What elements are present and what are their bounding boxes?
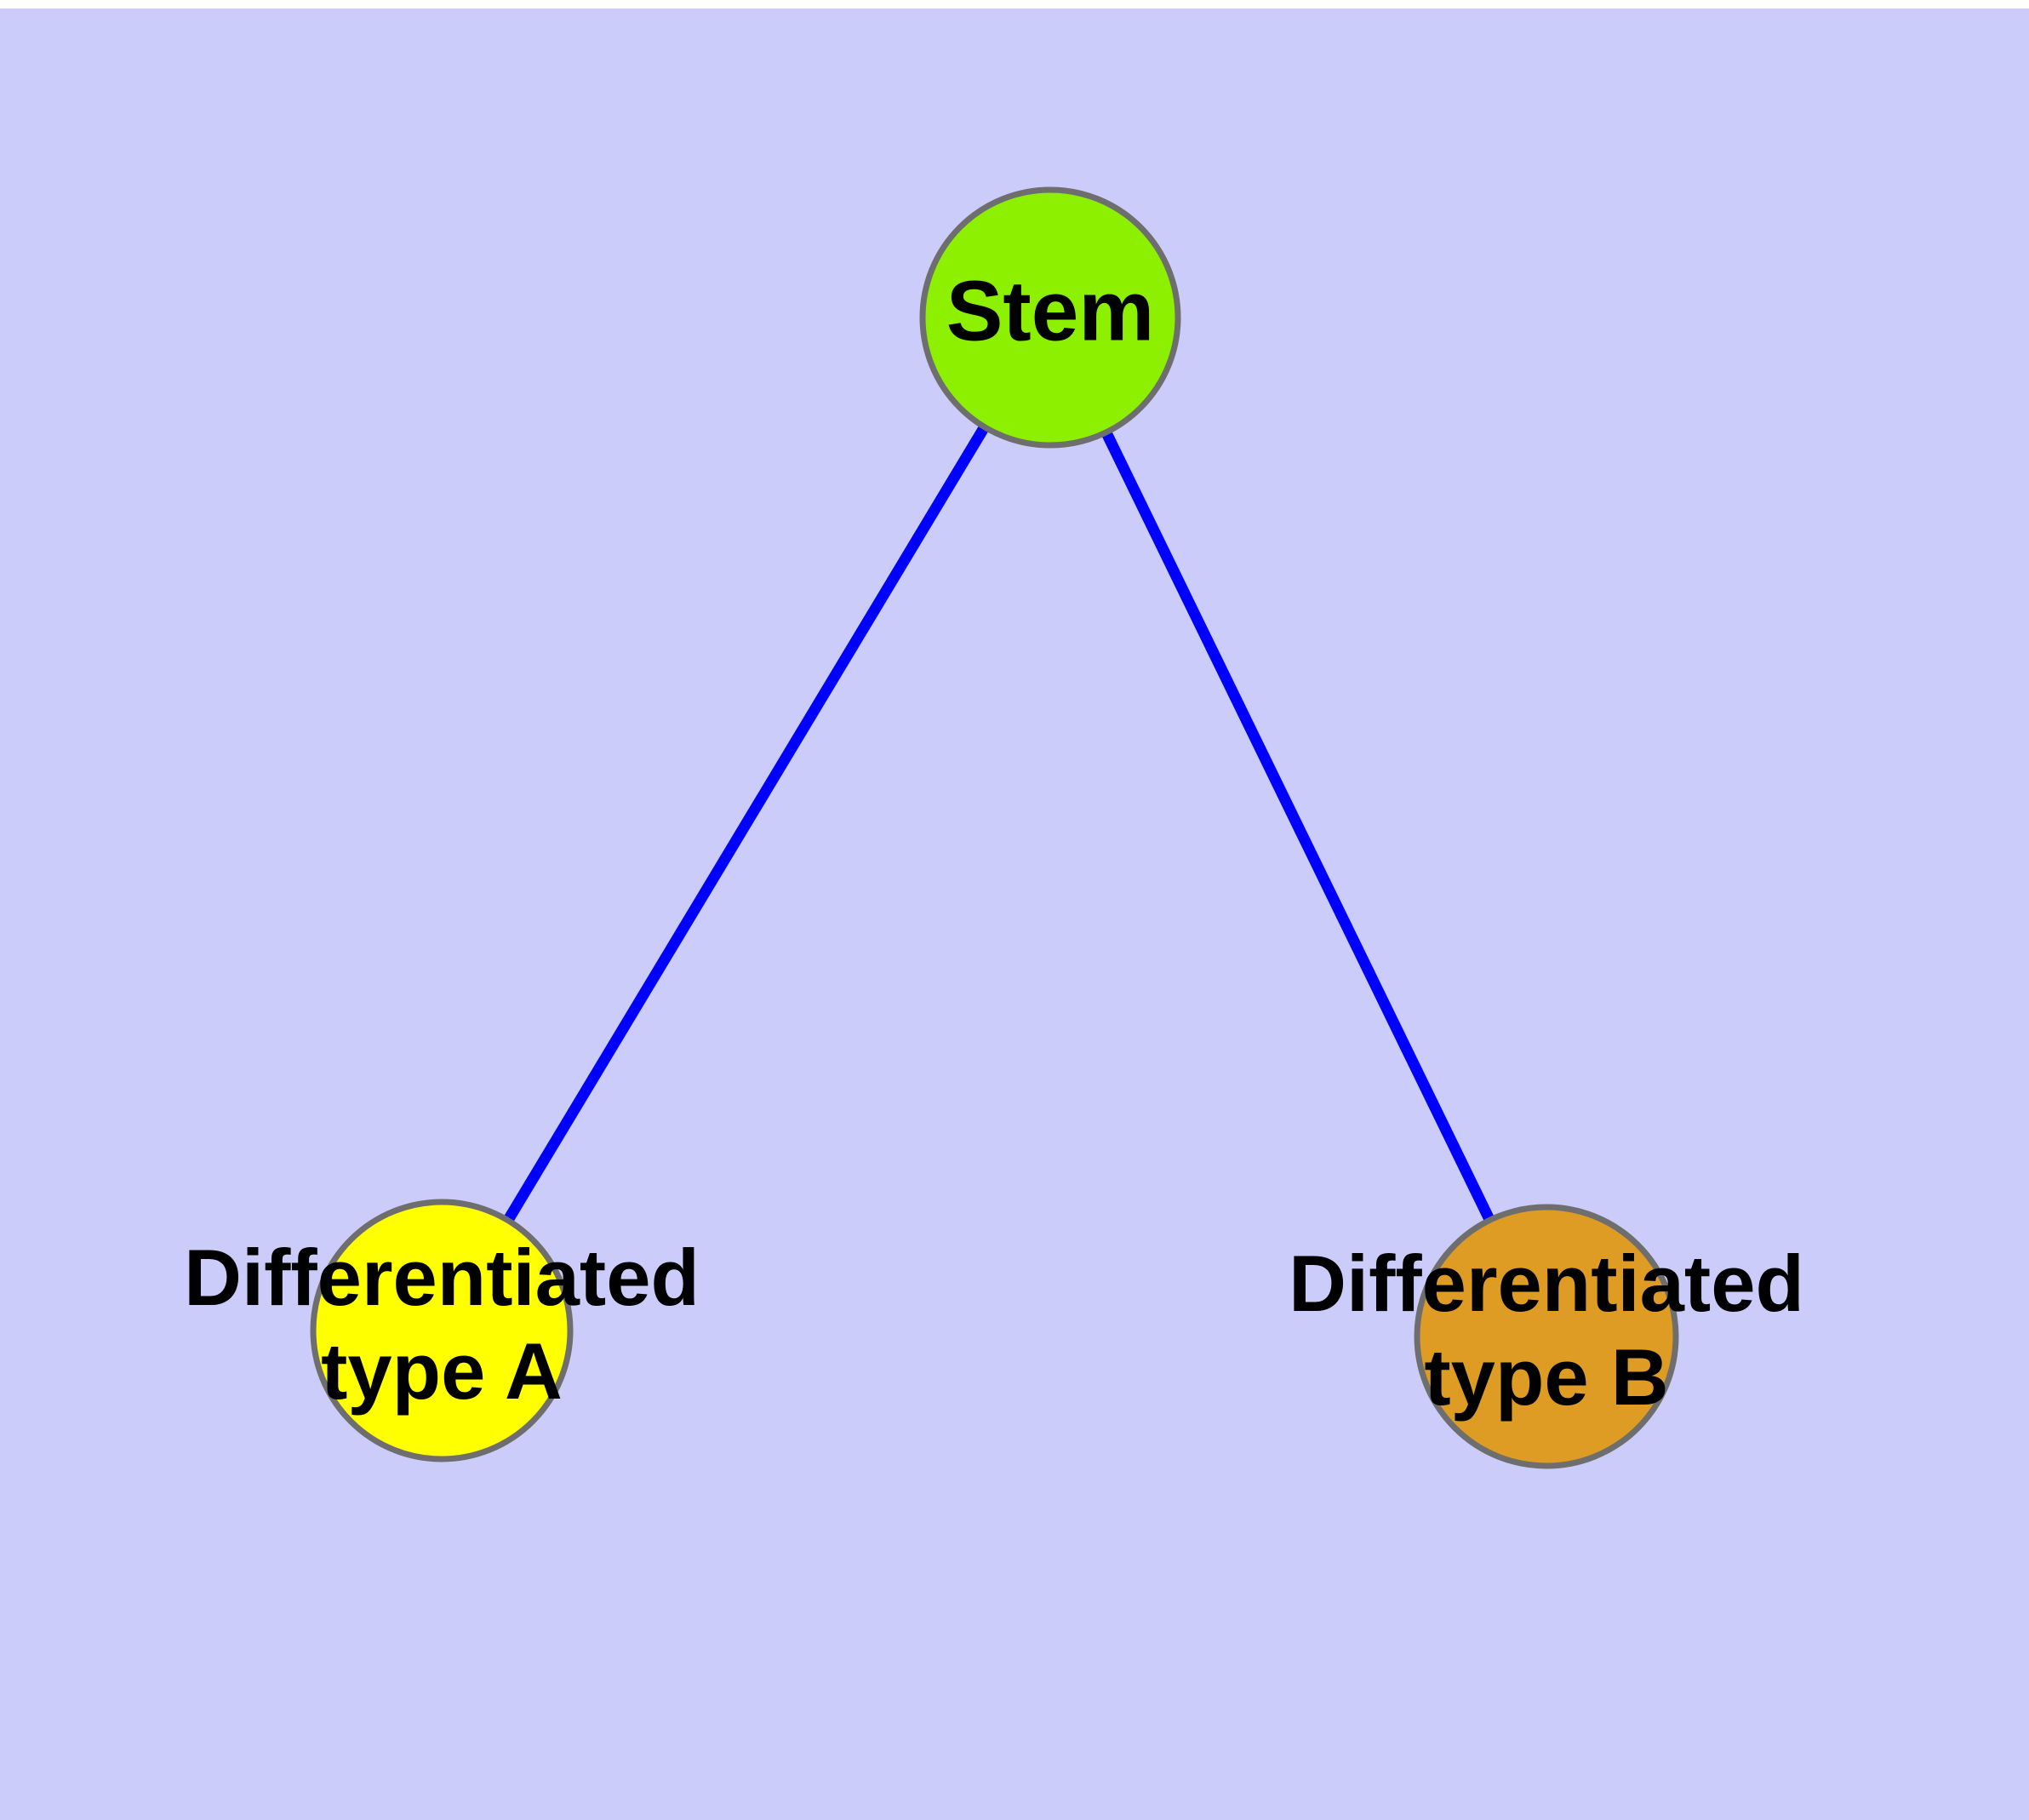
nodes-layer [310,186,1679,1469]
node-label-stem: Stem [946,263,1155,358]
node-label-line: Differentiated [184,1233,700,1322]
node-stem[interactable] [919,186,1181,449]
node-label-line: type A [321,1326,563,1416]
node-label-line: type B [1424,1332,1668,1422]
edges-layer [504,425,1495,1222]
edge-stem-diff-a[interactable] [504,425,989,1222]
node-label-line: Stem [946,263,1155,358]
node-diff_b[interactable] [1414,1204,1679,1469]
edge-stem-diff-b[interactable] [1101,431,1495,1222]
node-diff_a[interactable] [310,1199,574,1462]
node-label-line: Differentiated [1289,1239,1804,1328]
